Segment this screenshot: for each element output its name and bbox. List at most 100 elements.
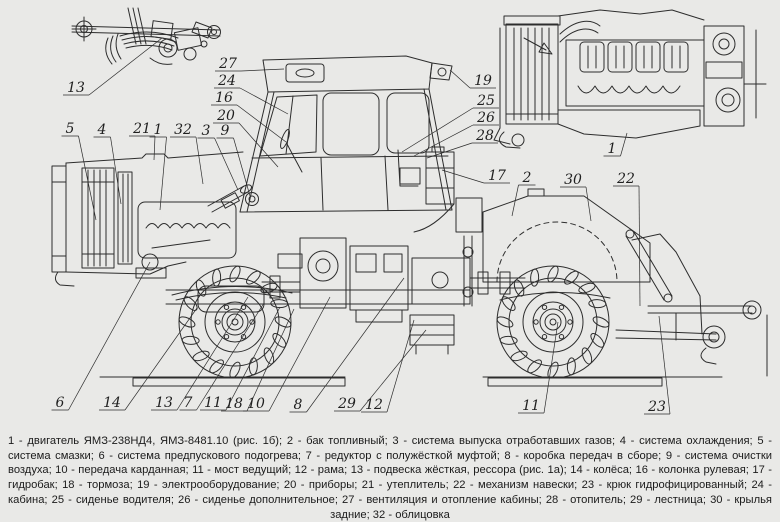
figure-caption: 1 - двигатель ЯМЗ-238НД4, ЯМЗ-8481.10 (р…: [8, 435, 772, 521]
callout-5: 5: [61, 121, 97, 221]
svg-text:22: 22: [616, 171, 635, 187]
callout-13: 13: [63, 37, 163, 96]
svg-text:1: 1: [154, 122, 163, 138]
front-wheel: [178, 265, 292, 379]
svg-text:3: 3: [202, 123, 211, 139]
svg-text:10: 10: [247, 396, 265, 412]
svg-text:6: 6: [56, 395, 65, 411]
callout-26: 26: [413, 110, 499, 157]
callout-18: 18: [221, 308, 295, 412]
svg-text:23: 23: [647, 399, 666, 415]
callout-23: 23: [644, 315, 671, 415]
svg-text:24: 24: [217, 73, 236, 89]
callout-13: 13: [151, 296, 249, 411]
rear-spring: [499, 291, 611, 301]
callout-28: 28: [426, 128, 498, 159]
callout-20: 20: [213, 108, 279, 168]
rear-body-group: [413, 146, 651, 283]
callout-6: 6: [51, 261, 151, 411]
suspension-detail-view: [71, 7, 221, 65]
svg-text:25: 25: [476, 93, 495, 109]
rear-wheel: [496, 265, 610, 379]
front-spring: [171, 286, 293, 296]
rear-window: [386, 92, 430, 154]
callout-17: 17: [441, 168, 510, 184]
steering-wheel: [280, 129, 290, 149]
callout-27: 27: [215, 56, 285, 72]
hood-group: [51, 151, 259, 287]
callout-19: 19: [449, 69, 496, 89]
tractor-main-view: [51, 55, 768, 387]
svg-text:16: 16: [215, 90, 233, 106]
callout-12: 12: [361, 319, 415, 413]
frame: [165, 289, 471, 305]
callout-11: 11: [200, 306, 281, 411]
side-window: [322, 92, 380, 156]
exhaust-pipe: [207, 185, 245, 207]
callout-32: 32: [170, 122, 204, 185]
svg-text:27: 27: [218, 56, 237, 72]
leaf-spring: [119, 31, 179, 39]
front-axle: [197, 285, 265, 313]
radiator-main: [81, 167, 115, 269]
callout-16: 16: [211, 90, 287, 143]
svg-text:7: 7: [184, 395, 193, 411]
callout-14: 14: [99, 307, 198, 411]
callout-22: 22: [613, 171, 641, 307]
engine-block: [565, 39, 705, 107]
flywheel-housing: [703, 25, 745, 127]
tractor-figure-drawing: 1354211323927241620192526281723022161413…: [51, 7, 768, 415]
callout-21: 21: [129, 121, 156, 161]
fuel-tank-and-fender: [482, 195, 651, 283]
callout-4: 4: [93, 122, 122, 205]
svg-text:13: 13: [155, 395, 173, 411]
svg-text:29: 29: [337, 396, 356, 412]
svg-text:9: 9: [221, 123, 230, 139]
air-cleaner: [245, 192, 259, 206]
driver-seat: [397, 149, 419, 187]
hydraulic-hook: [702, 325, 726, 349]
radiator: [505, 23, 559, 125]
svg-text:17: 17: [488, 168, 506, 184]
callout-10: 10: [243, 296, 331, 412]
detail-right-hub: [207, 25, 221, 39]
svg-text:28: 28: [475, 128, 494, 144]
gearbox: [349, 245, 409, 311]
svg-text:20: 20: [216, 108, 235, 124]
callout-7: 7: [179, 302, 265, 411]
svg-text:12: 12: [365, 397, 383, 413]
svg-text:30: 30: [564, 172, 582, 188]
svg-text:26: 26: [476, 110, 495, 126]
svg-text:4: 4: [97, 122, 107, 138]
callout-30: 30: [560, 172, 592, 222]
svg-text:13: 13: [67, 80, 85, 96]
svg-text:5: 5: [66, 121, 75, 137]
svg-text:18: 18: [225, 396, 243, 412]
roof-vent: [285, 63, 325, 83]
callout-11: 11: [518, 321, 559, 414]
ladder: [409, 314, 455, 346]
engine-detail-view: [493, 9, 767, 149]
drawbar-end: [742, 300, 762, 320]
svg-text:19: 19: [474, 73, 492, 89]
cabin-group: [239, 55, 453, 269]
radiator-hose: [559, 20, 601, 35]
direction-arrow: [523, 37, 547, 51]
transmission-group: [171, 235, 611, 355]
svg-text:32: 32: [174, 122, 192, 138]
callout-25: 25: [401, 93, 499, 153]
rear-fender-dashed: [496, 221, 618, 283]
preheater: [141, 253, 159, 271]
callout-1: 1: [149, 122, 167, 211]
cab-roof: [262, 55, 433, 93]
engine-main: [137, 201, 237, 259]
callout-29: 29: [334, 329, 427, 412]
svg-text:11: 11: [522, 398, 540, 414]
callout-2: 2: [511, 170, 536, 217]
callout-1: 1: [603, 132, 628, 157]
callout-9: 9: [216, 123, 251, 197]
callout-24: 24: [214, 73, 289, 115]
svg-text:14: 14: [103, 395, 121, 411]
